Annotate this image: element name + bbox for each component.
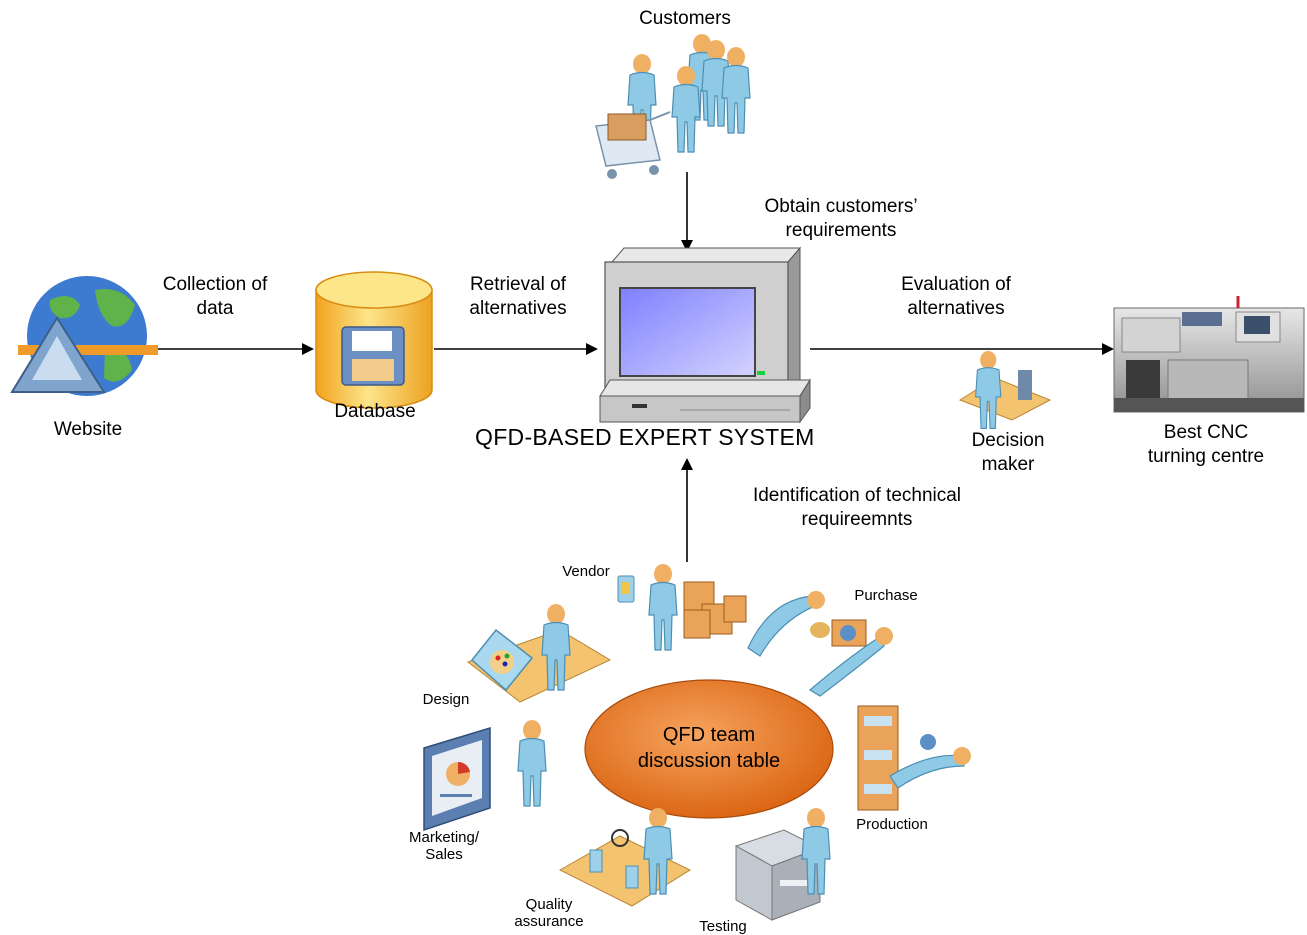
quality-assurance-label: Quality assurance (514, 896, 584, 930)
vendor-figure-icon (617, 563, 747, 651)
marketing-figure-icon (423, 719, 547, 832)
shopping-cart-icon (595, 111, 671, 179)
decision-maker-icon (958, 350, 1052, 429)
website-label: Website (53, 419, 123, 440)
system-title: QFD-BASED EXPERT SYSTEM (475, 424, 815, 450)
production-figure-icon (857, 705, 971, 811)
testing-figure-icon (734, 807, 831, 921)
production-label: Production (856, 816, 928, 833)
best-cnc-label: Best CNC turning centre (1147, 422, 1265, 467)
evaluation-of-alternatives-label: Evaluation of alternatives (901, 274, 1011, 319)
testing-label: Testing (699, 918, 747, 935)
quality-assurance-figure-icon (558, 807, 692, 907)
database-label: Database (334, 401, 416, 422)
identification-technical-requirements-label: Identification of technical requireemnts (752, 485, 962, 530)
edges (148, 172, 1114, 562)
qfd-team-center-label: QFD team discussion table (637, 724, 781, 772)
customers-group-icon (595, 33, 751, 179)
design-label: Design (422, 691, 470, 708)
retrieval-of-alternatives-label: Retrieval of alternatives (469, 274, 567, 319)
customers-label: Customers (639, 8, 731, 29)
obtain-requirements-label: Obtain customers’ requirements (764, 196, 918, 241)
purchase-figure-icon (747, 591, 893, 697)
purchase-label: Purchase (854, 587, 918, 604)
collection-of-data-label: Collection of data (162, 274, 268, 319)
decision-maker-label: Decision maker (971, 430, 1045, 475)
qfd-team-table (584, 679, 834, 819)
database-cylinder-icon (315, 271, 433, 409)
website-globe-icon (10, 276, 158, 396)
marketing-sales-label: Marketing/ Sales (408, 829, 480, 863)
cnc-turning-centre-icon (1113, 296, 1305, 413)
expert-system-computer-icon (599, 246, 811, 424)
design-figure-icon (466, 603, 612, 703)
vendor-label: Vendor (562, 563, 610, 580)
